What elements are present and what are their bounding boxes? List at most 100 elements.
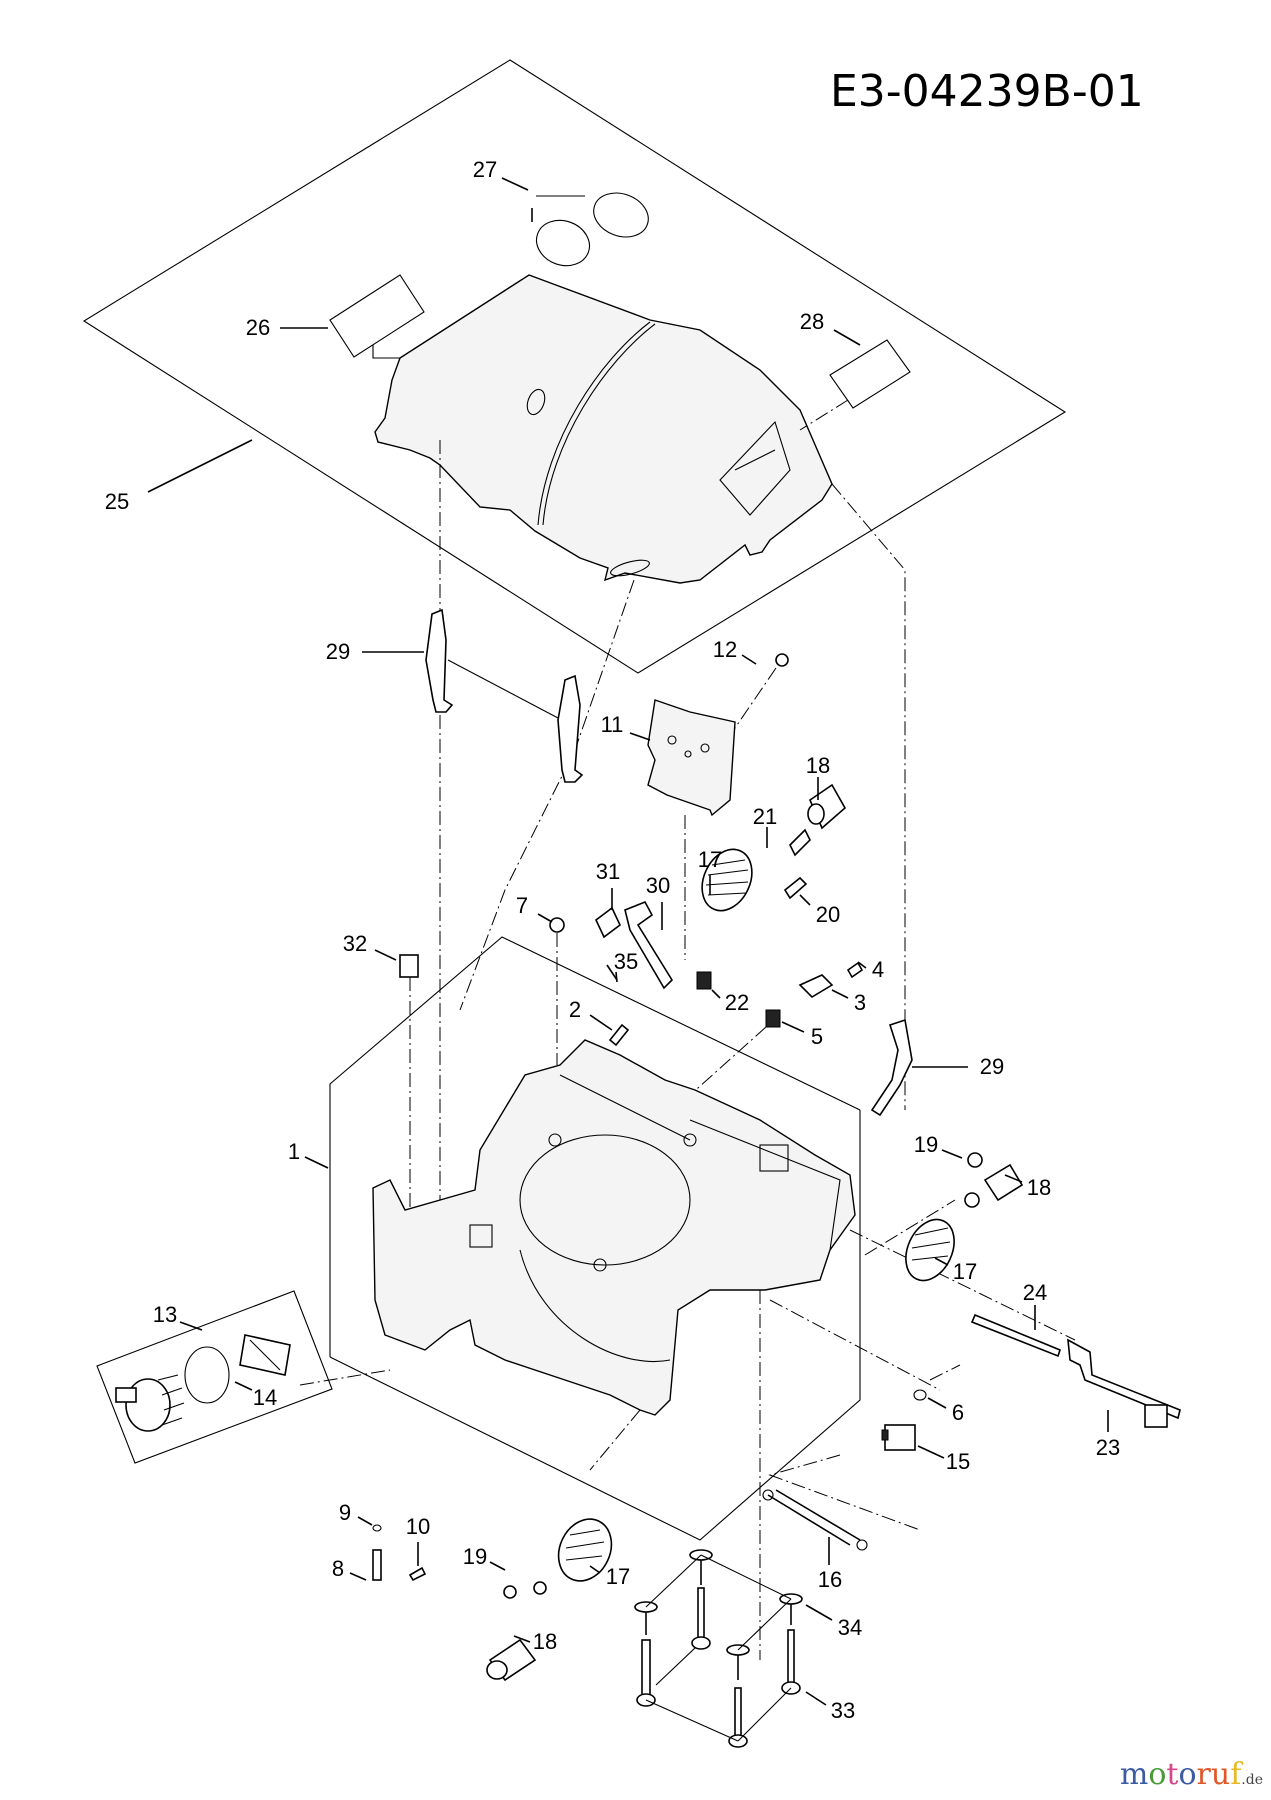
housing-rib [559, 1074, 691, 1141]
callout-5: 5 [810, 1024, 824, 1049]
sleeve-18c-end [486, 1660, 508, 1680]
fuel-filter-line [249, 1339, 281, 1371]
watermark-letter: r [1196, 1757, 1211, 1792]
spring-31 [594, 906, 622, 939]
plate-11 [647, 699, 736, 817]
callout-2: 2 [568, 997, 582, 1022]
watermark-letter: f [1230, 1757, 1242, 1792]
sleeve-18a-end [807, 803, 825, 825]
fuel-cap-grip [115, 1387, 137, 1403]
assembly-line [589, 1409, 641, 1471]
cover-ridge [537, 321, 651, 526]
callout-24: 24 [1022, 1280, 1048, 1305]
spring-coils [565, 1529, 605, 1561]
callout-18: 18 [532, 1629, 558, 1654]
decal-26 [329, 274, 425, 358]
spring-coils [911, 1227, 951, 1261]
cover-vent [719, 420, 791, 516]
lever-30 [624, 900, 674, 990]
assembly-line [849, 1229, 1076, 1341]
callout-10: 10 [405, 1514, 431, 1539]
callout-16: 16 [817, 1567, 843, 1592]
wire-terminal [762, 1489, 774, 1501]
callout-29: 29 [325, 639, 351, 664]
callout-8: 8 [331, 1556, 345, 1581]
callout-18: 18 [805, 753, 831, 778]
pin-2 [608, 1023, 630, 1047]
clip-29a [425, 608, 454, 713]
top-cover [374, 274, 833, 584]
callout-19: 19 [913, 1132, 939, 1157]
plate-hole [684, 750, 692, 758]
callout-35: 35 [613, 949, 639, 974]
watermark-letter: t [1166, 1757, 1179, 1792]
nut-5 [765, 1009, 781, 1028]
bolt-20 [783, 876, 808, 900]
decal-26-link [372, 345, 400, 359]
assembly-line [639, 1026, 767, 1141]
callout-28: 28 [799, 309, 825, 334]
watermark-tld: .de [1241, 1772, 1263, 1788]
callout-11: 11 [600, 712, 624, 737]
gasket-14 [184, 1346, 230, 1404]
link [737, 1687, 792, 1742]
callout-15: 15 [945, 1449, 971, 1474]
watermark-text: motoruf [1120, 1760, 1241, 1790]
callout-13: 13 [152, 1302, 178, 1327]
crankcase-housing [372, 1039, 856, 1416]
cover-hole [526, 388, 546, 416]
callout-32: 32 [342, 931, 368, 956]
housing-boss [548, 1133, 562, 1147]
callout-6: 6 [951, 1400, 965, 1425]
pin-35 [606, 964, 618, 981]
clip-29c [870, 1018, 913, 1117]
bolt-33c [734, 1687, 742, 1737]
cover-vent-line [734, 449, 776, 471]
callout-31: 31 [595, 859, 621, 884]
callout-22: 22 [724, 990, 750, 1015]
callout-14: 14 [252, 1385, 278, 1410]
switch-15 [884, 1424, 916, 1451]
screw-19d [964, 1192, 980, 1208]
cover-slot [610, 559, 650, 577]
wire-terminal [856, 1539, 868, 1551]
assembly-line [864, 1199, 956, 1256]
callout-17: 17 [605, 1564, 631, 1589]
nut-22 [696, 971, 712, 990]
callout-20: 20 [815, 902, 841, 927]
assembly-line [299, 1369, 391, 1386]
callout-19: 19 [462, 1544, 488, 1569]
pipe-24 [970, 1313, 1061, 1358]
assembly-line [769, 1299, 941, 1391]
screw-19c [967, 1152, 983, 1168]
cover-ridge-2 [542, 323, 656, 526]
callout-1: 1 [287, 1139, 301, 1164]
watermark-logo: motoruf.de [1120, 1760, 1263, 1790]
callout-26: 26 [245, 315, 271, 340]
housing-boundary-lower [329, 1110, 861, 1541]
link [645, 1554, 702, 1608]
callout-33: 33 [830, 1698, 856, 1723]
wire-16 [767, 1489, 861, 1546]
clamp-3 [798, 974, 834, 999]
callout-25: 25 [104, 489, 130, 514]
callout-18: 18 [1026, 1175, 1052, 1200]
plate-hole [700, 743, 710, 753]
link [655, 1647, 696, 1686]
cover-kit-boundary [82, 59, 1067, 674]
assembly-line [459, 579, 635, 1011]
callout-30: 30 [645, 873, 671, 898]
spring-coils [705, 859, 749, 896]
bolt-33d [787, 1629, 795, 1684]
plate-hole [667, 735, 677, 745]
connector-23 [1144, 1404, 1168, 1428]
screw-12 [775, 653, 789, 667]
link [645, 1699, 739, 1742]
decal-28 [829, 339, 911, 409]
assembly-line [799, 399, 849, 431]
housing-curve [519, 1249, 671, 1362]
link [737, 1598, 792, 1651]
flywheel-opening [519, 1134, 691, 1266]
housing-boundary [329, 936, 861, 1357]
